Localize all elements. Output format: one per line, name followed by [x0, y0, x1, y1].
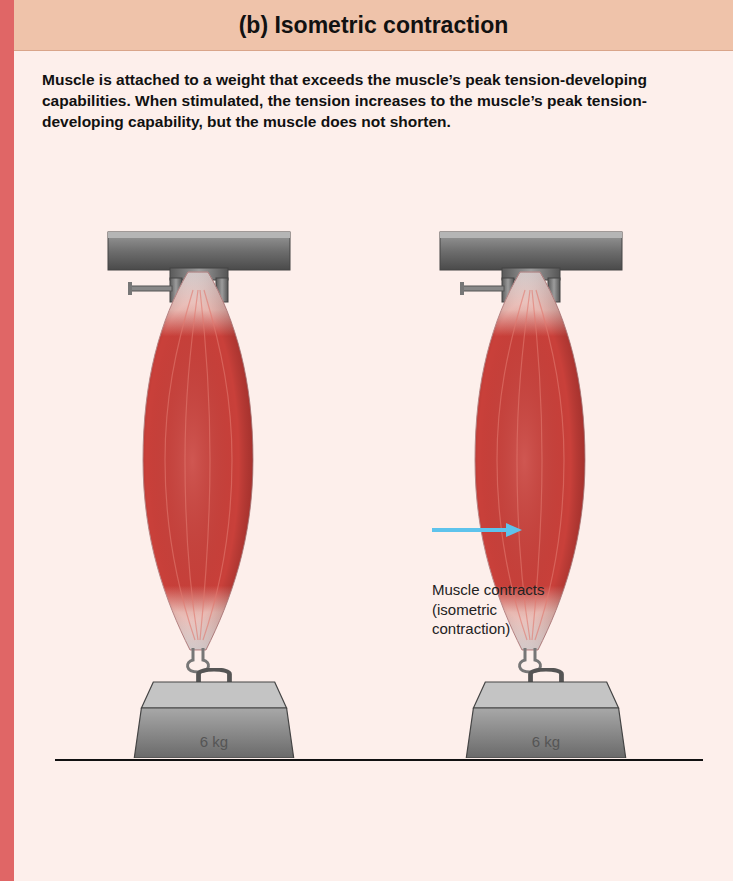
weight-block: 6 kg	[452, 668, 640, 758]
title-band: (b) Isometric contraction	[14, 0, 733, 51]
weight-label: 6 kg	[120, 733, 308, 750]
title: (b) Isometric contraction	[239, 12, 509, 39]
background-panel	[14, 0, 733, 881]
description-text: Muscle is attached to a weight that exce…	[42, 70, 702, 133]
arrow-label: Muscle contracts (isometric contraction)	[432, 580, 552, 639]
weight-block: 6 kg	[120, 668, 308, 758]
weight-label: 6 kg	[452, 733, 640, 750]
